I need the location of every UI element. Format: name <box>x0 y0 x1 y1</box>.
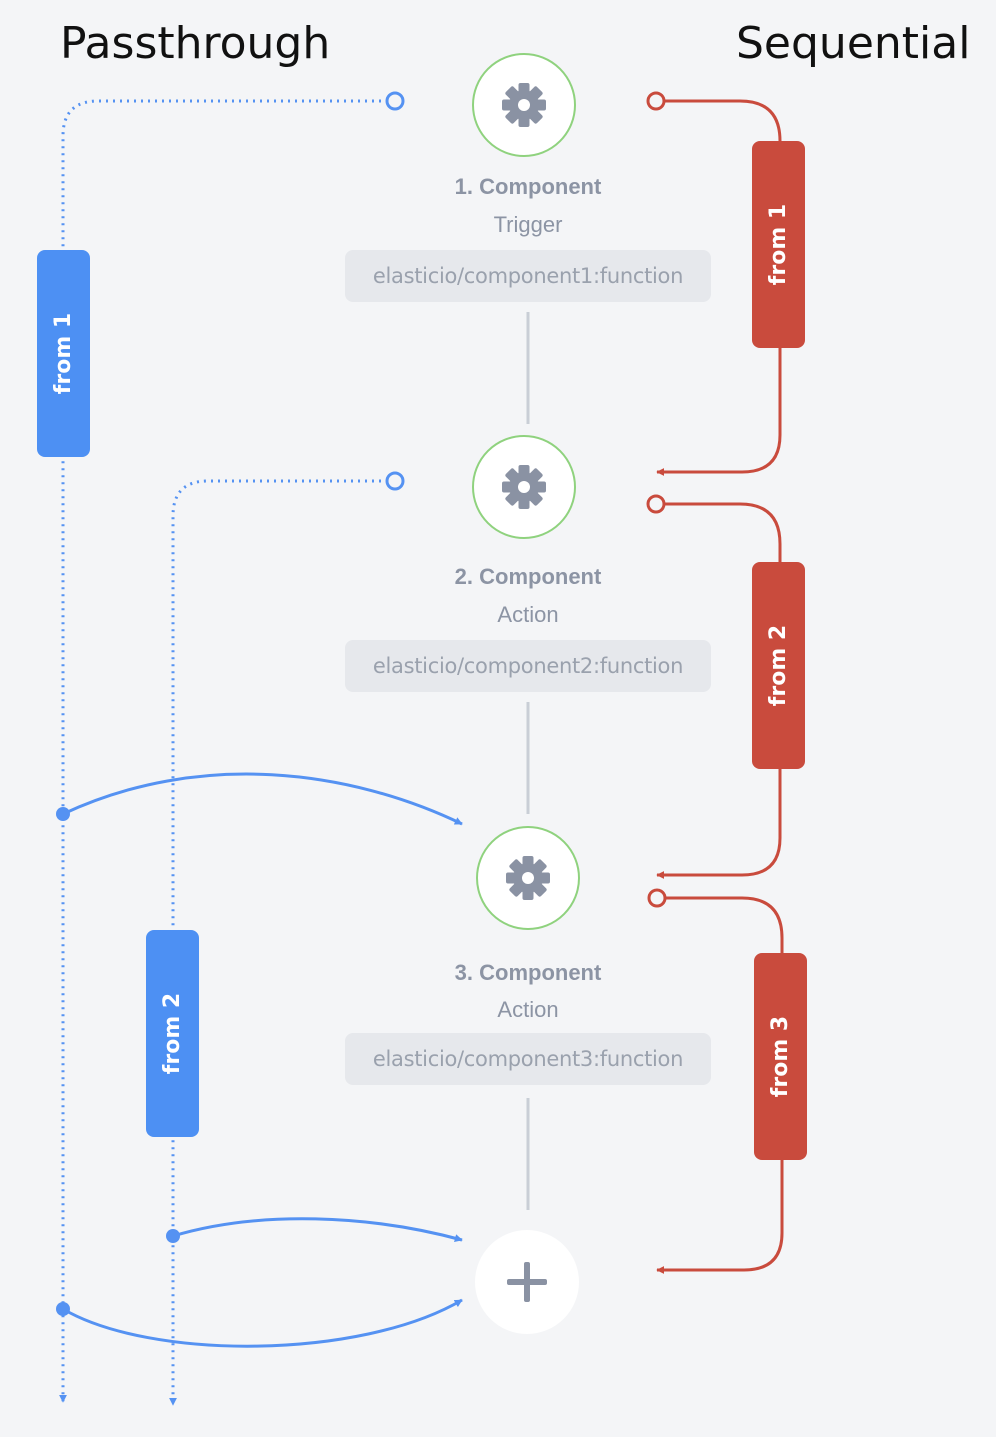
passthrough-badge-label: from 2 <box>160 992 185 1075</box>
step-3-title: 3. Component <box>454 960 602 985</box>
passthrough-start-dot-2 <box>385 471 405 491</box>
passthrough-dot <box>56 807 70 821</box>
passthrough-start-dot-1 <box>385 91 405 111</box>
passthrough-dot <box>166 1229 180 1243</box>
step-1-function: elasticio/component1:function <box>345 250 711 302</box>
step-3-function: elasticio/component3:function <box>345 1033 711 1085</box>
step-1-title: 1. Component <box>454 174 602 199</box>
gear-icon <box>502 465 546 509</box>
sequential-start-dot-1 <box>646 91 666 111</box>
sequential-start-dot-2 <box>646 494 666 514</box>
step-3-node[interactable] <box>476 826 580 930</box>
plus-icon <box>507 1262 547 1302</box>
passthrough-arc <box>172 1217 463 1242</box>
sequential-badge-label: from 3 <box>768 1015 793 1098</box>
gear-icon <box>506 856 550 900</box>
passthrough-arc <box>62 1298 463 1348</box>
passthrough-arc <box>62 772 463 826</box>
passthrough-badge-label: from 1 <box>51 312 76 395</box>
sequential-badge-3: from 3 <box>754 953 807 1160</box>
passthrough-dot <box>56 1302 70 1316</box>
step-1-node[interactable] <box>472 53 576 157</box>
passthrough-badge-2: from 2 <box>146 930 199 1137</box>
add-step-button[interactable] <box>475 1230 579 1334</box>
step-1-type: Trigger <box>493 212 563 237</box>
step-2-node[interactable] <box>472 435 576 539</box>
step-2-title: 2. Component <box>454 564 602 589</box>
step-2-function: elasticio/component2:function <box>345 640 711 692</box>
sequential-badge-label: from 1 <box>766 203 791 286</box>
passthrough-badge-1: from 1 <box>37 250 90 457</box>
gear-icon <box>502 83 546 127</box>
step-3-type: Action <box>497 997 559 1022</box>
sequential-start-dot-3 <box>647 888 667 908</box>
sequential-badge-1: from 1 <box>752 141 805 348</box>
sequential-heading: Sequential <box>736 18 971 69</box>
sequential-badge-2: from 2 <box>752 562 805 769</box>
sequential-badge-label: from 2 <box>766 624 791 707</box>
passthrough-heading: Passthrough <box>60 18 331 69</box>
step-2-type: Action <box>497 602 559 627</box>
